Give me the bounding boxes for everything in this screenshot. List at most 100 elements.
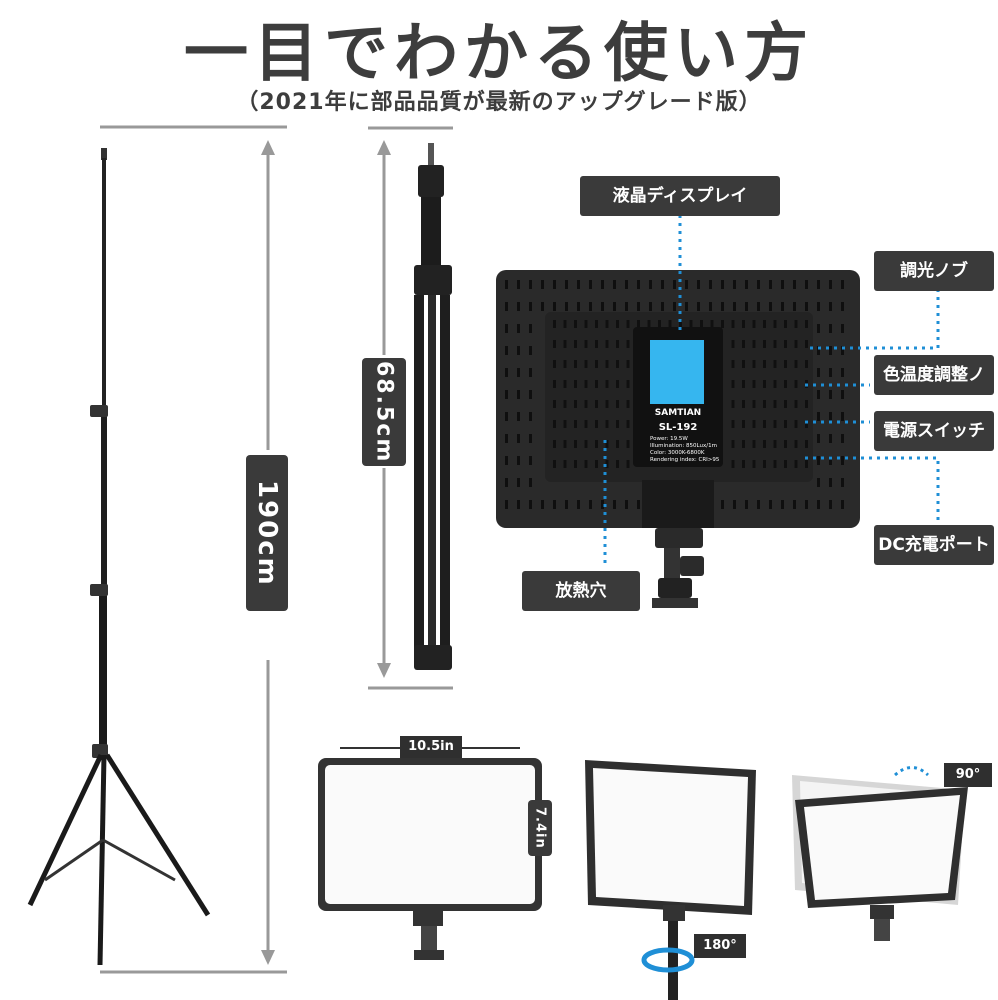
vent-slot (589, 302, 592, 311)
callout-connectors (603, 215, 940, 566)
vent-slot (769, 302, 772, 311)
vent-slot (529, 500, 532, 509)
vent-slot (752, 340, 756, 348)
vent-slot (505, 368, 508, 377)
vent-slot (733, 500, 736, 509)
vent-slot (763, 380, 766, 388)
vent-slot (661, 302, 664, 311)
vent-slot (709, 280, 712, 289)
vent-slot (529, 368, 532, 377)
vent-slot (595, 440, 598, 448)
vent-slot (529, 324, 532, 333)
vent-slot (829, 500, 832, 509)
vent-slot (517, 302, 520, 311)
vent-slot (805, 340, 808, 348)
vent-slot (605, 340, 609, 348)
vent-slot (829, 456, 832, 465)
vent-slot (584, 440, 588, 448)
vent-slot (529, 346, 532, 355)
vent-slot (529, 456, 532, 465)
vent-slot (742, 380, 745, 388)
vent-slot (574, 440, 577, 448)
vent-slot (565, 500, 568, 509)
vent-slot (794, 460, 798, 468)
vent-slot (742, 420, 745, 428)
vent-slot (805, 500, 808, 509)
vent-slot (757, 280, 760, 289)
vent-slot (553, 500, 556, 509)
vent-slot (752, 380, 756, 388)
vent-slot (505, 324, 508, 333)
vent-slot (805, 420, 808, 428)
vent-slot (626, 440, 630, 448)
vent-slot (731, 340, 735, 348)
vent-slot (517, 368, 520, 377)
vent-slot (763, 460, 766, 468)
vent-slot (784, 320, 787, 328)
stand-height-badge: 190cm (246, 455, 288, 611)
vent-slot (841, 368, 844, 377)
vent-slot (605, 380, 609, 388)
vent-slot (673, 280, 676, 289)
vent-slot (563, 420, 567, 428)
panel-height-badge: 7.4in (528, 800, 552, 856)
vent-slot (752, 360, 756, 368)
vent-slot (574, 360, 577, 368)
rotation-angle-label: 180° (694, 934, 746, 958)
vent-slot (541, 500, 544, 509)
folded-height-label: 68.5cm (371, 360, 397, 464)
vent-slot (817, 412, 820, 421)
vent-slot (565, 280, 568, 289)
vent-slot (505, 478, 508, 487)
vent-slot (553, 280, 556, 289)
vent-slot (595, 460, 598, 468)
vent-slot (773, 320, 777, 328)
vent-slot (605, 440, 609, 448)
vent-slot (505, 500, 508, 509)
vent-slot (584, 460, 588, 468)
vent-slot (517, 346, 520, 355)
vent-slot (733, 302, 736, 311)
vent-slot (517, 390, 520, 399)
vent-slot (829, 412, 832, 421)
vent-slot (658, 320, 661, 328)
vent-slot (794, 380, 798, 388)
vent-slot (553, 380, 556, 388)
vent-slot (541, 280, 544, 289)
vent-slot (605, 360, 609, 368)
vent-slot (817, 456, 820, 465)
vent-slot (563, 380, 567, 388)
vent-slot (577, 302, 580, 311)
vent-slot (574, 320, 577, 328)
height-clamp (90, 584, 108, 596)
vent-slot (781, 302, 784, 311)
vent-slot (817, 390, 820, 399)
power-switch-callout: 電源スイッチ (874, 411, 994, 451)
model-name: SL-192 (659, 422, 698, 433)
vent-slot (565, 302, 568, 311)
vent-slot (563, 460, 567, 468)
vent-slot (517, 456, 520, 465)
vent-slot (793, 302, 796, 311)
vent-slot (553, 302, 556, 311)
vent-slot (517, 412, 520, 421)
vent-slot (505, 434, 508, 443)
vent-slot (563, 340, 567, 348)
vent-slot (817, 280, 820, 289)
led-panel-back: SAMTIAN SL-192 Power: 19.5WIllumination:… (496, 270, 860, 608)
vent-slot (731, 320, 735, 328)
vent-slot (626, 420, 630, 428)
vent-slot (763, 340, 766, 348)
lcd-display-callout: 液晶ディスプレイ (580, 176, 780, 216)
vent-slot (616, 460, 619, 468)
vent-slot (574, 460, 577, 468)
vent-grid (505, 280, 844, 509)
vent-slot (721, 280, 724, 289)
vent-slot (625, 280, 628, 289)
vent-slot (805, 400, 808, 408)
vent-slot (733, 280, 736, 289)
vent-slot (661, 280, 664, 289)
vent-slot (563, 400, 567, 408)
vent-slot (742, 360, 745, 368)
